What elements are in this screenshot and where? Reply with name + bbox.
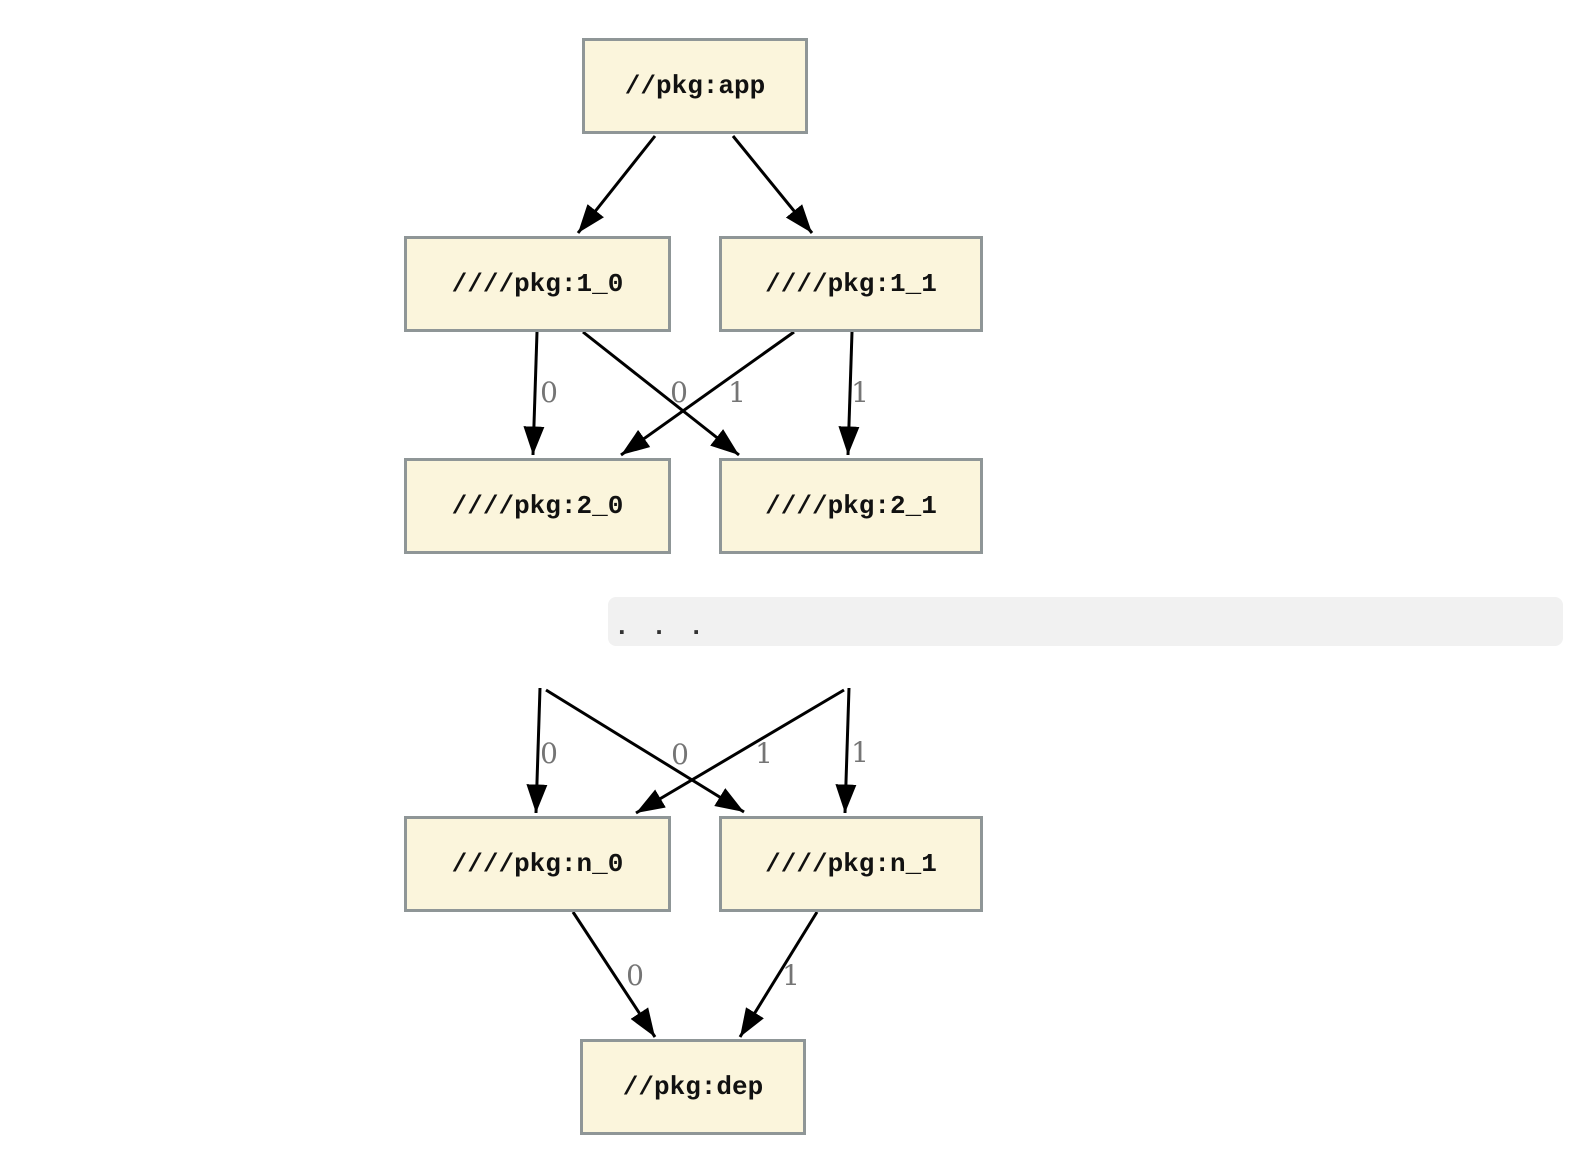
node-pkg-2_0: ////pkg:2_0 xyxy=(404,458,671,554)
node-label: ////pkg:1_1 xyxy=(765,269,937,299)
node-label: ////pkg:1_0 xyxy=(451,269,624,299)
node-pkg-n_1: ////pkg:n_1 xyxy=(719,816,983,912)
node-label: ////pkg:2_1 xyxy=(765,491,937,521)
edge-1_1-to-2_0 xyxy=(620,330,795,457)
edge-app-to-1_1 xyxy=(731,135,814,234)
edge-label: 1 xyxy=(782,959,800,992)
edge-label: 0 xyxy=(670,376,688,409)
node-pkg-n_0: ////pkg:n_0 xyxy=(404,816,671,912)
node-pkg-1_0: ////pkg:1_0 xyxy=(404,236,671,332)
edge-label: 1 xyxy=(755,737,773,770)
edge-ellipsis-to-n_0-cross xyxy=(635,688,845,815)
edge-label: 0 xyxy=(671,738,689,771)
node-pkg-2_1: ////pkg:2_1 xyxy=(719,458,983,554)
node-pkg-1_1: ////pkg:1_1 xyxy=(719,236,983,332)
edge-label: 1 xyxy=(728,376,746,409)
edge-1_0-to-2_0 xyxy=(523,331,545,456)
edge-1_0-to-2_1 xyxy=(582,330,740,457)
ellipsis-bar: . . . xyxy=(608,597,1563,646)
edge-label: 1 xyxy=(851,376,869,409)
edge-label: 1 xyxy=(851,736,869,769)
node-pkg-dep: //pkg:dep xyxy=(580,1039,806,1135)
node-label: ////pkg:n_0 xyxy=(451,849,624,879)
edge-n_0-to-dep xyxy=(571,911,657,1038)
edge-ellipsis-to-n_1-cross xyxy=(545,688,745,814)
edge-app-to-1_0 xyxy=(576,135,657,234)
node-label: //pkg:dep xyxy=(622,1072,764,1102)
node-label: ////pkg:2_0 xyxy=(451,491,624,521)
node-label: ////pkg:n_1 xyxy=(765,849,937,879)
node-label: //pkg:app xyxy=(624,71,766,101)
ellipsis-text: . . . xyxy=(614,612,708,642)
edge-1_1-to-2_1 xyxy=(838,331,860,456)
edge-ellipsis-to-n_0-straight xyxy=(526,687,548,814)
edge-label: 0 xyxy=(540,737,558,770)
edge-label: 0 xyxy=(626,959,644,992)
node-pkg-app: //pkg:app xyxy=(582,38,808,134)
edge-n_1-to-dep xyxy=(738,911,819,1038)
edge-ellipsis-to-n_1-straight xyxy=(835,687,857,814)
edge-label: 0 xyxy=(540,376,558,409)
